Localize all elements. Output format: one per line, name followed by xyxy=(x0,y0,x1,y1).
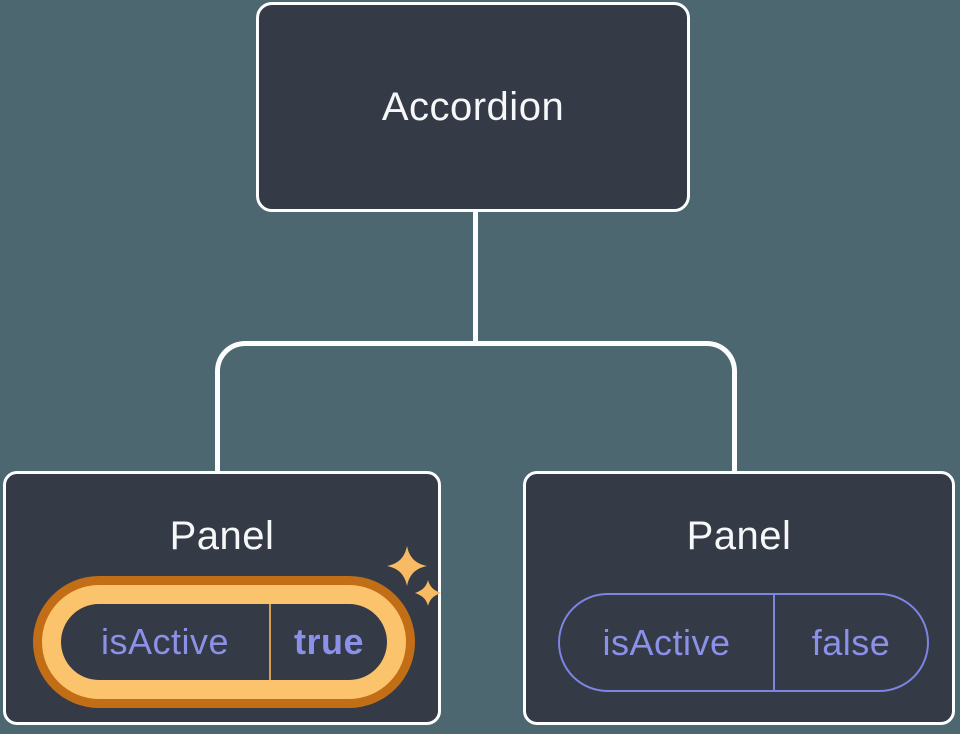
prop-value-label: false xyxy=(811,621,891,663)
prop-name-cell: isActive xyxy=(61,604,269,680)
prop-pill-divider xyxy=(269,604,271,680)
tree-connector-branch xyxy=(215,341,737,471)
prop-pill-active-inner-ring: isActive true xyxy=(42,585,406,699)
prop-value-label: true xyxy=(293,621,364,662)
sparkles-icon xyxy=(387,546,441,606)
accordion-node: Accordion xyxy=(256,2,690,212)
tree-connector-stem xyxy=(473,211,478,344)
prop-pill-active-ring: isActive true xyxy=(33,576,415,708)
prop-name-label: isActive xyxy=(100,621,230,662)
prop-value-cell: true xyxy=(271,604,387,680)
prop-pill-active: isActive true xyxy=(61,604,387,680)
prop-pill-divider xyxy=(773,595,775,690)
prop-value-cell: false xyxy=(775,595,927,690)
panel-node-label: Panel xyxy=(169,514,275,558)
panel-node-inactive: Panel isActive false xyxy=(523,471,955,725)
prop-pill-inactive: isActive false xyxy=(558,593,929,692)
panel-node-active: Panel isActive true xyxy=(3,471,441,725)
prop-name-label: isActive xyxy=(602,621,731,663)
accordion-node-label: Accordion xyxy=(381,84,565,129)
prop-name-cell: isActive xyxy=(560,595,773,690)
panel-node-label: Panel xyxy=(686,514,792,558)
